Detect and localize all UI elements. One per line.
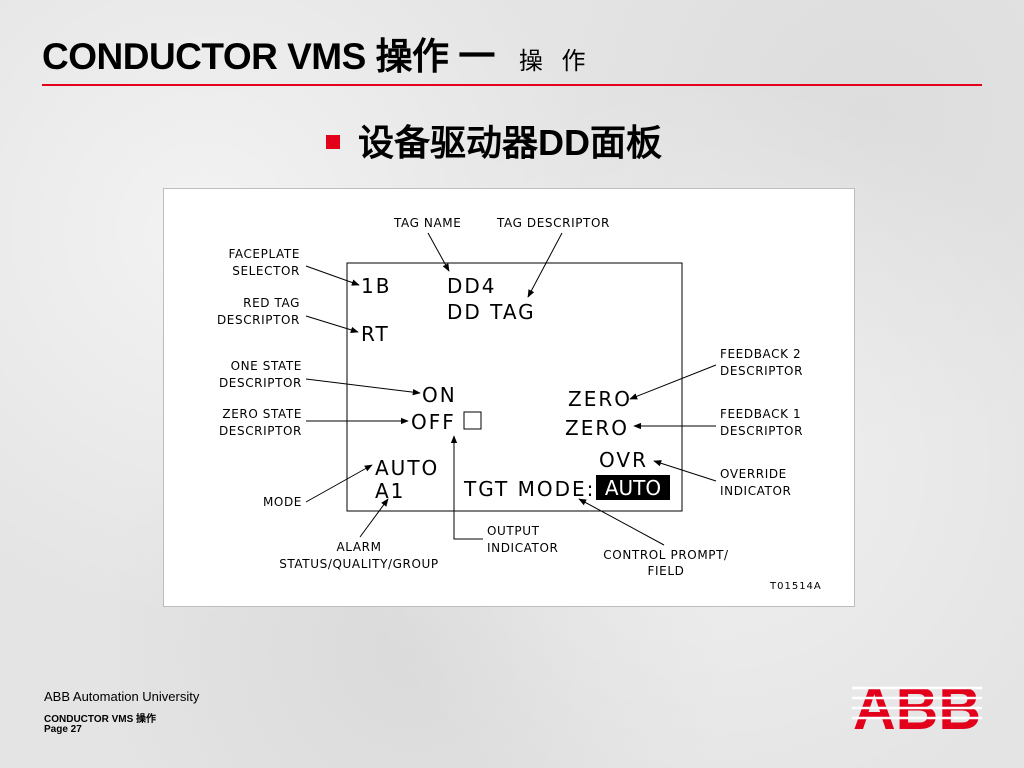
faceplate-screen (346, 262, 683, 512)
callout-zero-state-line1: ZERO STATE (222, 407, 302, 421)
callout-feedback-2-line2: DESCRIPTOR (720, 364, 803, 378)
abb-logo-text: ABB (853, 678, 981, 734)
callout-output-line2: INDICATOR (487, 541, 558, 555)
leader-mode (305, 464, 373, 503)
footer-page-number: Page 27 (44, 724, 82, 735)
callout-red-tag-line1: RED TAG (243, 296, 300, 310)
mode-value: AUTO (375, 456, 439, 480)
callout-tag-name: TAG NAME (393, 216, 461, 230)
leader-tag-name (427, 232, 450, 272)
callout-one-state-line2: DESCRIPTOR (219, 376, 302, 390)
leader-tag-descriptor (527, 232, 563, 298)
callout-feedback-2-line1: FEEDBACK 2 (720, 347, 801, 361)
callout-feedback-1-line2: DESCRIPTOR (720, 424, 803, 438)
footer-organization: ABB Automation University (44, 689, 200, 704)
leader-output-indicator (450, 435, 483, 540)
callout-control-line1: CONTROL PROMPT/ (603, 548, 729, 562)
square-bullet-icon (326, 135, 340, 150)
callout-output-line1: OUTPUT (487, 524, 540, 538)
feedback-2-value: ZERO (568, 387, 632, 411)
callout-override-line1: OVERRIDE (720, 467, 787, 481)
callout-mode: MODE (263, 495, 302, 509)
callout-faceplate-selector-line1: FACEPLATE (228, 247, 300, 261)
faceplate-number: 1B (361, 274, 391, 298)
callout-alarm-line1: ALARM (336, 540, 381, 554)
callout-tag-descriptor: TAG DESCRIPTOR (496, 216, 610, 230)
leader-control-prompt (578, 498, 665, 546)
slide-title: CONDUCTOR VMS 操作 一操 作 (42, 26, 592, 80)
leader-alarm (359, 498, 389, 538)
diagram-canvas: 1B DD4 DD TAG RT ON OFF ZERO ZERO OVR AU… (217, 216, 822, 592)
leader-faceplate-selector (305, 265, 360, 286)
bullet-heading: 设备驱动器DD面板 (326, 114, 662, 166)
leader-one-state (305, 378, 421, 396)
dd-faceplate-diagram: 1B DD4 DD TAG RT ON OFF ZERO ZERO OVR AU… (163, 188, 855, 607)
feedback-1-value: ZERO (565, 416, 629, 440)
tag-name-value: DD4 (447, 274, 497, 298)
callout-red-tag-line2: DESCRIPTOR (217, 313, 300, 327)
control-field-highlight (596, 475, 670, 500)
callout-alarm-line2: STATUS/QUALITY/GROUP (279, 557, 439, 571)
bullet-text: 设备驱动器DD面板 (358, 122, 662, 163)
callout-feedback-1-line1: FEEDBACK 1 (720, 407, 801, 421)
callout-faceplate-selector-line2: SELECTOR (232, 264, 300, 278)
figure-id: T01514A (769, 581, 822, 592)
abb-logo: ABB (852, 678, 982, 734)
control-field-value: AUTO (605, 476, 661, 500)
red-tag-value: RT (361, 322, 390, 346)
control-prompt-value: TGT MODE: (463, 477, 595, 501)
tag-descriptor-value: DD TAG (447, 300, 536, 324)
footer-subtitle: CONDUCTOR VMS 操作 (44, 714, 157, 725)
callout-zero-state-line2: DESCRIPTOR (219, 424, 302, 438)
one-state-value: ON (422, 383, 457, 407)
callout-control-line2: FIELD (648, 564, 685, 578)
callout-override-line2: INDICATOR (720, 484, 791, 498)
leader-red-tag (305, 315, 359, 333)
leader-override (653, 460, 717, 482)
override-value: OVR (599, 448, 648, 472)
output-indicator-box (463, 411, 482, 430)
zero-state-value: OFF (411, 410, 456, 434)
title-divider (42, 84, 982, 86)
slide-title-main: CONDUCTOR VMS 操作 一 (42, 36, 495, 77)
slide-title-suffix: 操 作 (518, 48, 592, 75)
alarm-value: A1 (375, 479, 405, 503)
callout-one-state-line1: ONE STATE (231, 359, 302, 373)
leader-feedback-2 (629, 364, 717, 400)
